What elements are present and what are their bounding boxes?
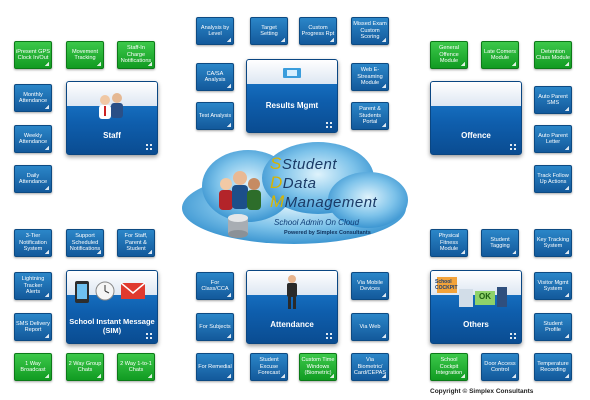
module-results-label: Results Mgmt [265,101,319,110]
tile-staff-in-charge[interactable]: Staff-In Charge Notifications [117,41,155,69]
results-icon [283,68,301,78]
title-line-1: SStudent [270,154,338,173]
tile-ca-sa-analysis[interactable]: CA/SA Analysis [196,63,234,91]
powered-by: Powered by Simplex Consultants [284,230,371,236]
tile-student-profile[interactable]: Student Profile [534,313,572,341]
others-collage-icon [437,277,507,307]
tile-auto-parent-sms[interactable]: Auto Parent SMS [534,86,572,114]
title-line-3: MManagement [270,192,378,211]
tile-custom-time-windows[interactable]: Custom Time Windows (Biometric) [299,353,337,381]
tile-daily-attendance[interactable]: Daily Attendance [14,165,52,193]
grip-icon [325,121,333,129]
tile-ipresent[interactable]: iPresent GPS Clock In/Out [14,41,52,69]
module-offence-label: Offence [461,131,491,140]
tile-lightning-tracker[interactable]: Lightning Tracker Alerts [14,272,52,300]
tile-one-way-broadcast[interactable]: 1 Way Broadcast [14,353,52,381]
tile-sms-delivery[interactable]: SMS Delivery Report [14,313,52,341]
tile-analysis-by-level[interactable]: Analysis by Level [196,17,234,45]
tile-support-scheduled[interactable]: Support Scheduled Notifications [66,229,104,257]
attendance-icon [287,275,297,309]
tile-track-follow-up[interactable]: Track Follow Up Actions [534,165,572,193]
tile-custom-progress[interactable]: Custom Progress Rpt [299,17,337,45]
grip-icon [325,332,333,340]
tile-two-way-group[interactable]: 2 Way Group Chats [66,353,104,381]
module-offence[interactable]: Offence [430,81,522,155]
tile-auto-parent-letter[interactable]: Auto Parent Letter [534,125,572,153]
tile-late-comers[interactable]: Late Comers Module [481,41,519,69]
tile-target-setting[interactable]: Target Setting [250,17,288,45]
tile-missed-exam[interactable]: Missed Exam Custom Scoring [351,17,389,45]
module-others-label: Others [463,320,489,329]
sim-devices-icon [75,281,146,303]
tile-weekly-attendance[interactable]: Weekly Attendance [14,125,52,153]
tile-temperature[interactable]: Temperature Recording [534,353,572,381]
tile-via-biometric[interactable]: Via Biometric/ Card/CEPAS [351,353,389,381]
grip-icon [509,143,517,151]
tile-for-class-cca[interactable]: For Class/CCA [196,272,234,300]
tile-monthly-attendance[interactable]: Monthly Attendance [14,84,52,112]
tile-parent-portal[interactable]: Parent & Students Portal [351,102,389,130]
database-icon [228,214,248,238]
tile-cockpit-integration[interactable]: School Cockpit Integration [430,353,468,381]
staff-icon [99,93,123,119]
tile-visitor-mgmt[interactable]: Visitor Mgmt System [534,272,572,300]
module-staff[interactable]: Staff [66,81,158,155]
tile-three-tier[interactable]: 3-Tier Notification System [14,229,52,257]
tile-via-mobile[interactable]: Via Mobile Devices [351,272,389,300]
module-staff-label: Staff [103,131,121,140]
title-line-2: DData [270,173,317,192]
tile-two-way-one[interactable]: 2 Way 1-to-1 Chats [117,353,155,381]
tile-movement-tracking[interactable]: Movement Tracking [66,41,104,69]
cloud-graphic [182,142,408,244]
tile-detention[interactable]: Detention Class Module [534,41,572,69]
tile-web-streaming[interactable]: Web E-Streaming Module [351,63,389,91]
tile-general-offence[interactable]: General Offence Module [430,41,468,69]
module-others[interactable]: School COCKPIT OK Others [430,270,522,344]
others-ok-text: OK [479,292,491,301]
tile-test-analysis[interactable]: Test Analysis [196,102,234,130]
others-logo-text: School COCKPIT [435,279,458,291]
tile-for-subjects[interactable]: For Subjects [196,313,234,341]
tile-student-excuse[interactable]: Student Excuse Forecast [250,353,288,381]
module-sim-label: School Instant Message (SIM) [69,317,155,335]
copyright-text: Copyright © Simplex Consultants [430,388,534,395]
tile-for-remedial[interactable]: For Remedial [196,353,234,381]
center-cloud: SStudent DData MManagement School Admin … [178,138,410,248]
tile-door-access[interactable]: Door Access Control [481,353,519,381]
grip-icon [145,143,153,151]
tile-for-staff-parent[interactable]: For Staff, Parent & Student [117,229,155,257]
subtitle: School Admin On Cloud [274,218,360,227]
tile-physical-fitness[interactable]: Physical Fitness Module [430,229,468,257]
module-attendance[interactable]: Attendance [246,270,338,344]
module-attendance-label: Attendance [270,320,314,329]
module-results[interactable]: Results Mgmt [246,59,338,133]
students-icon [219,171,261,210]
grip-icon [145,332,153,340]
tile-student-tagging[interactable]: Student Tagging [481,229,519,257]
tile-via-web[interactable]: Via Web [351,313,389,341]
tile-key-tracking[interactable]: Key Tracking System [534,229,572,257]
module-sim[interactable]: School Instant Message (SIM) [66,270,158,344]
grip-icon [509,332,517,340]
